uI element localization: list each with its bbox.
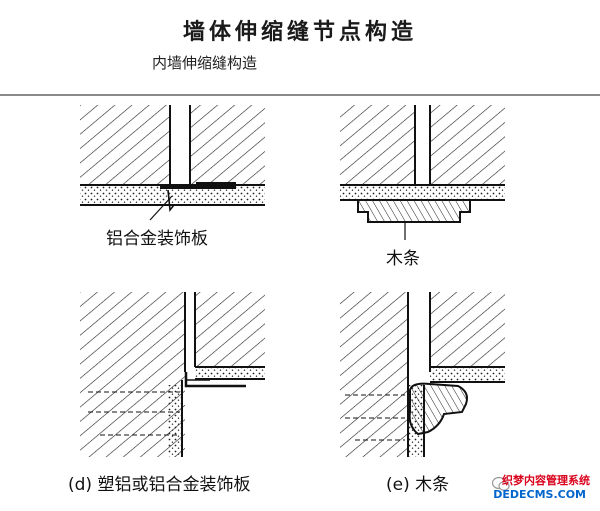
panel-c-label: (d) 塑铝或铝合金装饰板 [68, 475, 251, 495]
panel-c-joint [80, 292, 265, 457]
panel-b-label: 木条 [386, 249, 420, 269]
page-title: 墙体伸缩缝节点构造 [182, 19, 417, 45]
watermark-text: 织梦内容管理系统 [502, 474, 590, 487]
panel-a-joint [80, 105, 265, 221]
panel-d-joint [340, 292, 505, 457]
panel-d-label: (e) 木条 [386, 475, 450, 495]
watermark-url: DEDECMS.COM [493, 488, 586, 501]
panel-b-joint [340, 105, 505, 240]
page-subtitle: 内墙伸缩缝构造 [152, 54, 258, 72]
wechat-icon [492, 476, 510, 491]
panel-a-label: 铝合金装饰板 [106, 229, 208, 249]
header-divider [0, 94, 600, 96]
